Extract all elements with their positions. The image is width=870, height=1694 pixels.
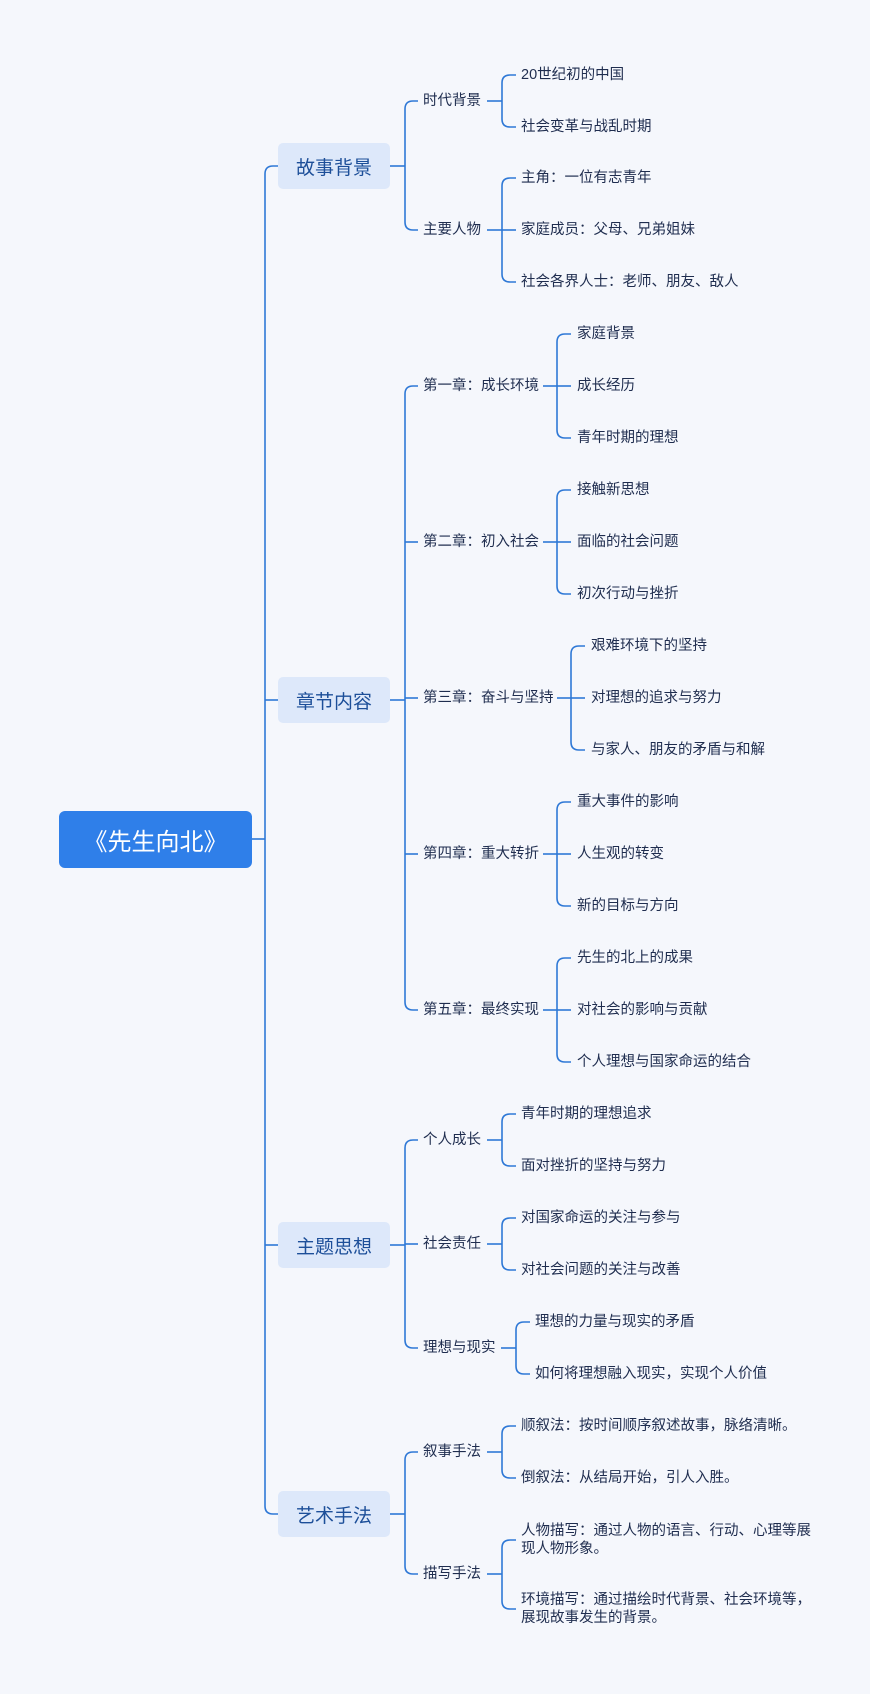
connector-line	[404, 221, 418, 231]
connector-line	[501, 1469, 516, 1479]
topic-chapter-4[interactable]: 第四章：重大转折	[423, 846, 539, 862]
leaf-item[interactable]: 社会各界人士：老师、朋友、敌人	[521, 274, 739, 290]
leaf-item[interactable]: 初次行动与挫折	[577, 586, 679, 602]
connector-line	[501, 1113, 516, 1123]
leaf-item[interactable]: 与家人、朋友的矛盾与和解	[591, 742, 765, 758]
connector-line	[501, 1261, 516, 1271]
topic-chapter-3[interactable]: 第三章：奋斗与坚持	[423, 690, 554, 706]
connector-line	[404, 1451, 418, 1461]
connector-line	[404, 1339, 418, 1349]
section-story-background[interactable]: 故事背景	[278, 143, 390, 189]
leaf-item[interactable]: 家庭成员：父母、兄弟姐妹	[521, 222, 695, 238]
leaf-item[interactable]: 对理想的追求与努力	[591, 690, 722, 706]
connector-line	[264, 165, 278, 175]
leaf-item[interactable]: 人物描写：通过人物的语言、行动、心理等展现人物形象。	[521, 1523, 811, 1557]
leaf-item[interactable]: 成长经历	[577, 378, 635, 394]
topic-personal-growth[interactable]: 个人成长	[423, 1132, 481, 1148]
leaf-item[interactable]: 倒叙法：从结局开始，引人入胜。	[521, 1470, 739, 1486]
leaf-item[interactable]: 20世纪初的中国	[521, 67, 625, 83]
connector-line	[501, 1425, 516, 1435]
connector-line	[515, 1321, 530, 1331]
topic-chapter-2[interactable]: 第二章：初入社会	[423, 534, 539, 550]
section-theme[interactable]: 主题思想	[278, 1222, 390, 1268]
connector-line	[556, 1053, 571, 1063]
leaf-item[interactable]: 青年时期的理想	[577, 430, 679, 446]
topic-ideal-reality[interactable]: 理想与现实	[423, 1340, 496, 1356]
leaf-item[interactable]: 重大事件的影响	[577, 794, 679, 810]
leaf-item[interactable]: 顺叙法：按时间顺序叙述故事，脉络清晰。	[521, 1418, 797, 1434]
leaf-item[interactable]: 家庭背景	[577, 326, 635, 342]
leaf-item[interactable]: 面对挫折的坚持与努力	[521, 1158, 666, 1174]
topic-chapter-5[interactable]: 第五章：最终实现	[423, 1002, 539, 1018]
connector-line	[501, 1217, 516, 1227]
section-chapter-content[interactable]: 章节内容	[278, 677, 390, 723]
leaf-item[interactable]: 社会变革与战乱时期	[521, 119, 652, 135]
connector-line	[501, 118, 516, 128]
leaf-item[interactable]: 如何将理想融入现实，实现个人价值	[535, 1366, 767, 1382]
connector-line	[501, 1539, 516, 1549]
connector-line	[501, 74, 516, 84]
topic-description-methods[interactable]: 描写手法	[423, 1566, 481, 1582]
topic-main-characters[interactable]: 主要人物	[423, 222, 481, 238]
topic-era-background[interactable]: 时代背景	[423, 93, 481, 109]
topic-social-responsibility[interactable]: 社会责任	[423, 1236, 481, 1252]
leaf-item[interactable]: 面临的社会问题	[577, 534, 679, 550]
connector-line	[570, 741, 585, 751]
leaf-item[interactable]: 对社会的影响与贡献	[577, 1002, 708, 1018]
connector-line	[501, 1157, 516, 1167]
leaf-item[interactable]: 新的目标与方向	[577, 898, 679, 914]
leaf-item[interactable]: 艰难环境下的坚持	[591, 638, 707, 654]
leaf-item[interactable]: 对社会问题的关注与改善	[521, 1262, 681, 1278]
root-node[interactable]: 《先生向北》	[59, 811, 252, 868]
leaf-item[interactable]: 青年时期的理想追求	[521, 1106, 652, 1122]
connector-line	[556, 333, 571, 343]
leaf-item[interactable]: 人生观的转变	[577, 846, 664, 862]
connector-line	[556, 801, 571, 811]
leaf-item[interactable]: 对国家命运的关注与参与	[521, 1210, 681, 1226]
leaf-item[interactable]: 环境描写：通过描绘时代背景、社会环境等，展现故事发生的背景。	[521, 1592, 811, 1626]
leaf-item[interactable]: 主角：一位有志青年	[521, 170, 652, 186]
connector-line	[404, 1565, 418, 1575]
connector-line	[501, 1600, 516, 1610]
connector-line	[264, 1505, 278, 1515]
connector-line	[570, 645, 585, 655]
connector-line	[556, 897, 571, 907]
leaf-item[interactable]: 接触新思想	[577, 482, 650, 498]
leaf-item[interactable]: 个人理想与国家命运的结合	[577, 1054, 751, 1070]
section-art-techniques[interactable]: 艺术手法	[278, 1491, 390, 1537]
topic-chapter-1[interactable]: 第一章：成长环境	[423, 378, 539, 394]
connector-line	[515, 1365, 530, 1375]
connector-line	[556, 489, 571, 499]
topic-narrative-methods[interactable]: 叙事手法	[423, 1444, 481, 1460]
leaf-item[interactable]: 先生的北上的成果	[577, 950, 693, 966]
connector-line	[556, 957, 571, 967]
connector-line	[404, 1001, 418, 1011]
connector-line	[404, 1139, 418, 1149]
connector-line	[501, 273, 516, 283]
leaf-item[interactable]: 理想的力量与现实的矛盾	[535, 1314, 695, 1330]
connector-line	[501, 177, 516, 187]
connector-line	[404, 385, 418, 395]
connector-line	[556, 429, 571, 439]
connector-line	[404, 100, 418, 110]
connector-line	[556, 585, 571, 595]
